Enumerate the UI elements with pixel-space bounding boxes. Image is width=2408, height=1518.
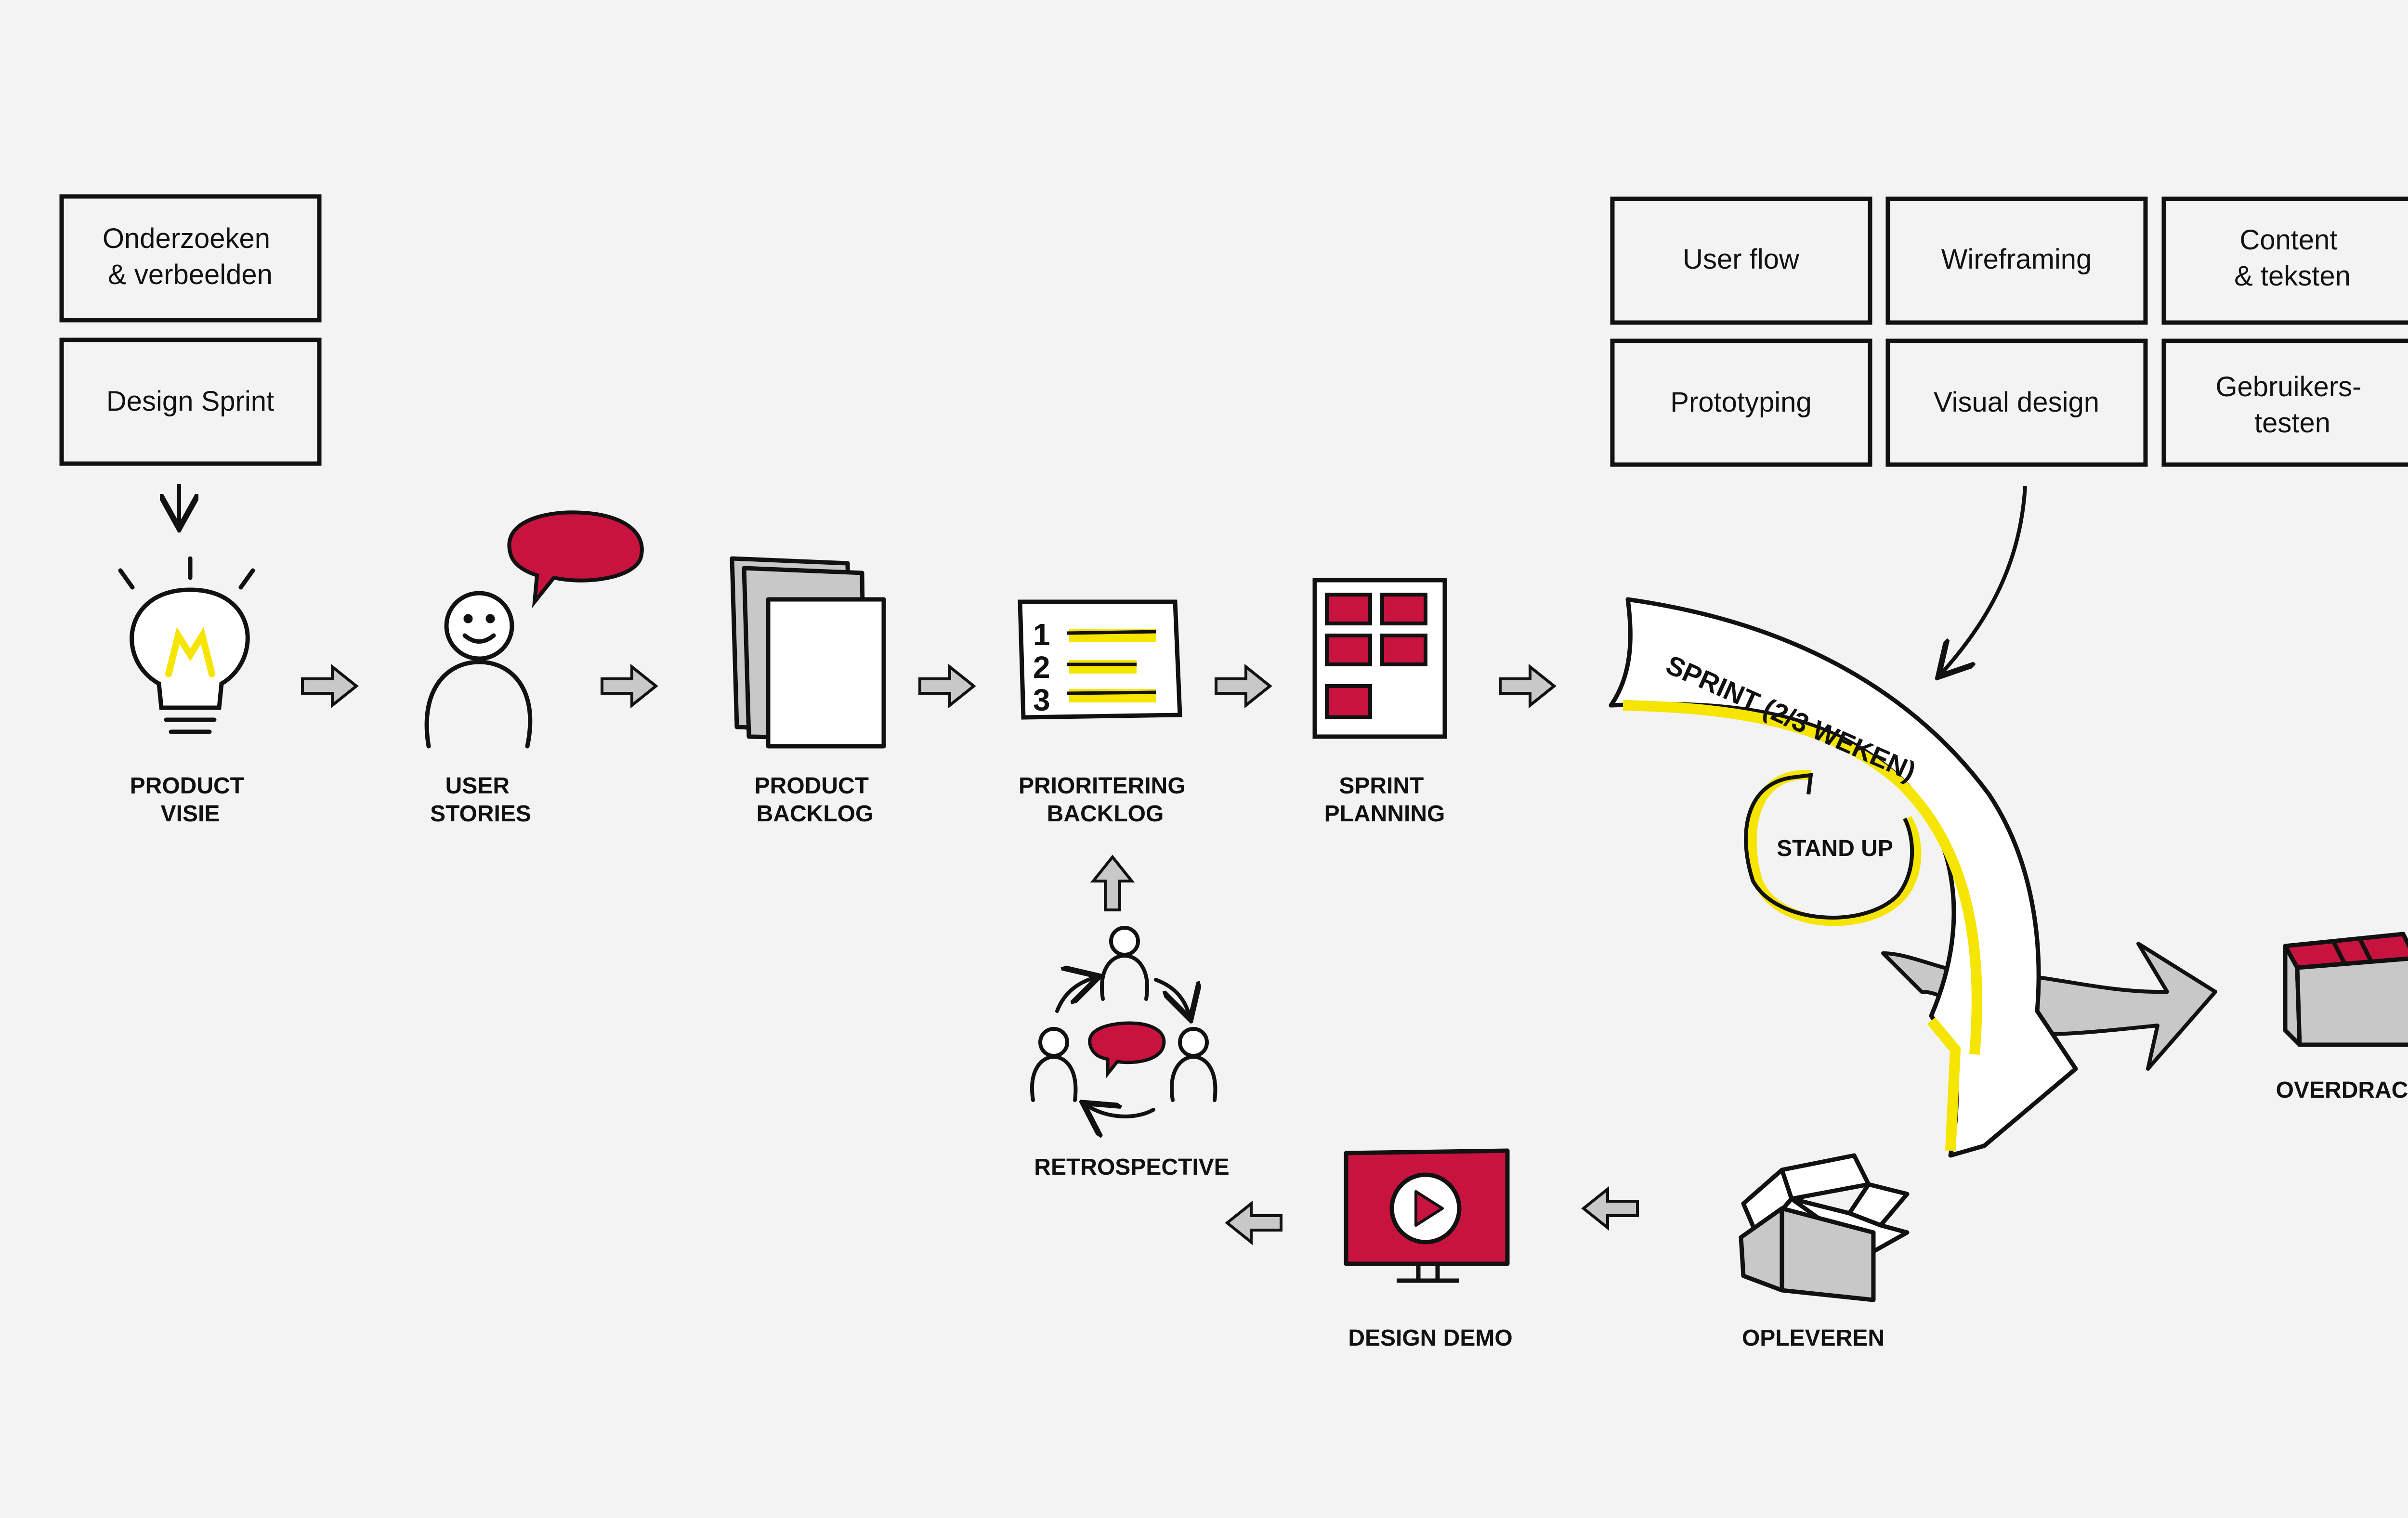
priority-number-2: 2 (1033, 650, 1050, 685)
svg-text:Wireframing: Wireframing (1941, 244, 2092, 275)
person-icon (424, 591, 533, 749)
flow-arrow-5 (1499, 663, 1557, 709)
sprint-board-icon (1312, 578, 1447, 739)
stand-up-loop (1744, 770, 1922, 926)
priority-list-icon: 1 2 3 (1018, 599, 1182, 720)
svg-text:Content & teksten: Content & teksten (2234, 224, 2351, 292)
label-overdracht: OVERDRACHT (2276, 1077, 2408, 1103)
lightbulb-icon (118, 556, 255, 734)
label-retrospective: RETROSPECTIVE (1034, 1155, 1229, 1180)
label-opleveren: OPLEVEREN (1742, 1325, 1885, 1351)
label-sprint-planning: SPRINT PLANNING (1324, 773, 1445, 827)
flow-arrow-3 (918, 663, 976, 709)
flow-arrow-2 (601, 663, 658, 709)
label-design-demo: DESIGN DEMO (1348, 1325, 1512, 1351)
svg-text:User flow: User flow (1683, 244, 1800, 275)
document-stack-icon (730, 556, 886, 749)
flow-arrow-back-2 (1225, 1200, 1283, 1246)
svg-text:Prototyping: Prototyping (1670, 387, 1811, 418)
svg-text:Visual design: Visual design (1934, 387, 2099, 418)
label-stand-up: STAND UP (1777, 836, 1893, 861)
svg-text:Gebruikers- testen: Gebruikers- testen (2215, 371, 2369, 439)
box-onderzoeken: Onderzoeken & verbeelden (59, 194, 322, 323)
box-gebruikerstesten: Gebruikers- testen (2161, 338, 2408, 467)
box-user-flow: User flow (1610, 196, 1872, 325)
speech-bubble-icon (507, 510, 644, 608)
open-box-icon (1739, 1153, 1910, 1302)
flow-arrow-1 (301, 663, 359, 709)
priority-number-3: 3 (1033, 683, 1050, 717)
closed-box-icon (2283, 932, 2408, 1047)
label-product-visie: PRODUCT VISIE (130, 773, 251, 827)
arrow-into-sprint (1941, 486, 2027, 674)
box-content: Content & teksten (2161, 196, 2408, 325)
box-visual-design: Visual design (1885, 338, 2148, 467)
label-product-backlog: PRODUCT BACKLOG (755, 773, 876, 827)
svg-text:Onderzoeken & verbeelden: Onderzoeken & verbeelden (103, 223, 278, 290)
label-prioritering-backlog: PRIORITERING BACKLOG (1019, 773, 1192, 827)
monitor-play-icon (1344, 1148, 1510, 1283)
sprint-arrow (1609, 597, 2217, 1158)
box-wireframing: Wireframing (1885, 196, 2148, 325)
box-prototyping: Prototyping (1610, 338, 1872, 467)
flow-arrow-back-1 (1581, 1186, 1639, 1231)
retrospective-group-icon (1030, 926, 1217, 1116)
flow-arrow-4 (1215, 663, 1272, 709)
label-user-stories: USER STORIES (430, 773, 531, 827)
flow-arrow-up (1090, 855, 1135, 911)
svg-text:Design Sprint: Design Sprint (106, 386, 274, 417)
box-design-sprint: Design Sprint (59, 337, 322, 466)
priority-number-1: 1 (1033, 617, 1050, 652)
